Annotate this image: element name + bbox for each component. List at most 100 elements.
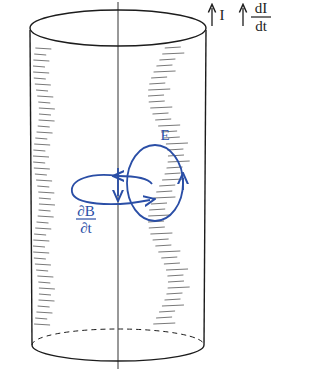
hatch-stroke bbox=[34, 144, 50, 145]
bottom-ellipse-hidden bbox=[32, 329, 204, 345]
hatch-stroke bbox=[39, 114, 51, 115]
hatch-stroke bbox=[33, 72, 49, 73]
hatch-stroke bbox=[165, 173, 181, 174]
hatch-stroke bbox=[34, 78, 46, 79]
hatch-stroke bbox=[35, 228, 51, 229]
hatch-stroke bbox=[153, 323, 175, 324]
hatch-stroke bbox=[36, 312, 52, 313]
hatch-stroke bbox=[162, 305, 184, 306]
hatch-stroke bbox=[39, 120, 55, 121]
hatch-stroke bbox=[35, 138, 47, 139]
hatch-stroke bbox=[33, 252, 49, 253]
hatch-stroke bbox=[37, 96, 53, 97]
hatch-stroke bbox=[39, 198, 51, 199]
hatch-stroke bbox=[162, 53, 184, 54]
hatch-stroke bbox=[166, 293, 182, 294]
hatch-stroke bbox=[156, 65, 172, 66]
hatch-stroke bbox=[37, 222, 49, 223]
hatch-stroke bbox=[37, 186, 49, 187]
hatch-stroke bbox=[158, 125, 180, 126]
hatch-stroke bbox=[167, 275, 183, 276]
hatch-stroke bbox=[155, 119, 171, 120]
hatch-stroke bbox=[168, 287, 190, 288]
hatch-stroke bbox=[166, 269, 188, 270]
hatch-stroke bbox=[38, 306, 50, 307]
shading-hatch bbox=[33, 47, 190, 325]
hatch-stroke bbox=[34, 54, 46, 55]
field-loop bbox=[118, 176, 152, 184]
e-arrow bbox=[182, 178, 184, 190]
hatch-stroke bbox=[150, 233, 172, 234]
hatch-stroke bbox=[165, 299, 181, 300]
hatch-stroke bbox=[33, 150, 45, 151]
hatch-stroke bbox=[149, 209, 165, 210]
hatch-stroke bbox=[39, 210, 51, 211]
hatch-stroke bbox=[161, 257, 177, 258]
hatch-stroke bbox=[153, 239, 169, 240]
hatch-stroke bbox=[39, 288, 55, 289]
field-label: E bbox=[160, 128, 169, 143]
hatch-stroke bbox=[159, 59, 175, 60]
hatch-stroke bbox=[35, 264, 51, 265]
hatch-stroke bbox=[165, 47, 181, 48]
hatch-stroke bbox=[36, 270, 48, 271]
top-ellipse bbox=[30, 10, 206, 46]
hatch-stroke bbox=[162, 179, 184, 180]
cylinder-side bbox=[204, 30, 206, 345]
hatch-stroke bbox=[159, 185, 175, 186]
hatch-stroke bbox=[39, 294, 51, 295]
cylinder-side bbox=[30, 30, 32, 345]
hatch-stroke bbox=[154, 71, 176, 72]
current-label: I bbox=[220, 8, 225, 23]
flux-numerator: ∂B bbox=[77, 204, 94, 219]
hatch-stroke bbox=[33, 60, 49, 61]
hatch-stroke bbox=[150, 107, 172, 108]
hatch-stroke bbox=[149, 83, 165, 84]
hatch-stroke bbox=[35, 84, 51, 85]
hatch-stroke bbox=[153, 197, 175, 198]
hatch-stroke bbox=[164, 263, 180, 264]
hatch-stroke bbox=[166, 143, 188, 144]
hatch-stroke bbox=[148, 95, 164, 96]
hatch-stroke bbox=[39, 300, 55, 301]
hatch-stroke bbox=[168, 281, 184, 282]
hatch-stroke bbox=[38, 282, 50, 283]
hatch-stroke bbox=[158, 251, 180, 252]
bottom-ellipse bbox=[32, 345, 204, 361]
hatch-stroke bbox=[37, 276, 53, 277]
hatch-stroke bbox=[151, 77, 167, 78]
hatch-stroke bbox=[148, 215, 170, 216]
hatch-stroke bbox=[38, 102, 50, 103]
axis-arrow bbox=[117, 168, 119, 196]
hatch-stroke bbox=[35, 48, 51, 49]
hatch-stroke bbox=[33, 156, 49, 157]
hatch-stroke bbox=[148, 89, 170, 90]
hatch-stroke bbox=[156, 191, 172, 192]
hatch-stroke bbox=[38, 216, 54, 217]
hatch-stroke bbox=[151, 203, 167, 204]
rate-denominator: dt bbox=[255, 19, 267, 34]
e-loop bbox=[127, 145, 183, 221]
hatch-stroke bbox=[37, 132, 53, 133]
hatch-stroke bbox=[34, 168, 50, 169]
hatch-stroke bbox=[34, 324, 50, 325]
hatch-stroke bbox=[35, 174, 47, 175]
hatch-stroke bbox=[33, 66, 45, 67]
rate-arrow bbox=[242, 8, 243, 26]
flux-denominator: ∂t bbox=[80, 221, 92, 236]
hatch-stroke bbox=[38, 192, 54, 193]
hatch-stroke bbox=[39, 108, 55, 109]
hatch-stroke bbox=[34, 234, 46, 235]
fraction-bar bbox=[251, 16, 271, 17]
hatch-stroke bbox=[168, 155, 184, 156]
hatch-stroke bbox=[33, 246, 45, 247]
hatch-stroke bbox=[35, 318, 47, 319]
hatch-stroke bbox=[33, 162, 45, 163]
hatch-stroke bbox=[39, 204, 55, 205]
hatch-stroke bbox=[36, 90, 48, 91]
hatch-stroke bbox=[36, 180, 52, 181]
field-loop bbox=[72, 175, 150, 204]
hatch-stroke bbox=[149, 101, 165, 102]
hatch-stroke bbox=[149, 227, 165, 228]
